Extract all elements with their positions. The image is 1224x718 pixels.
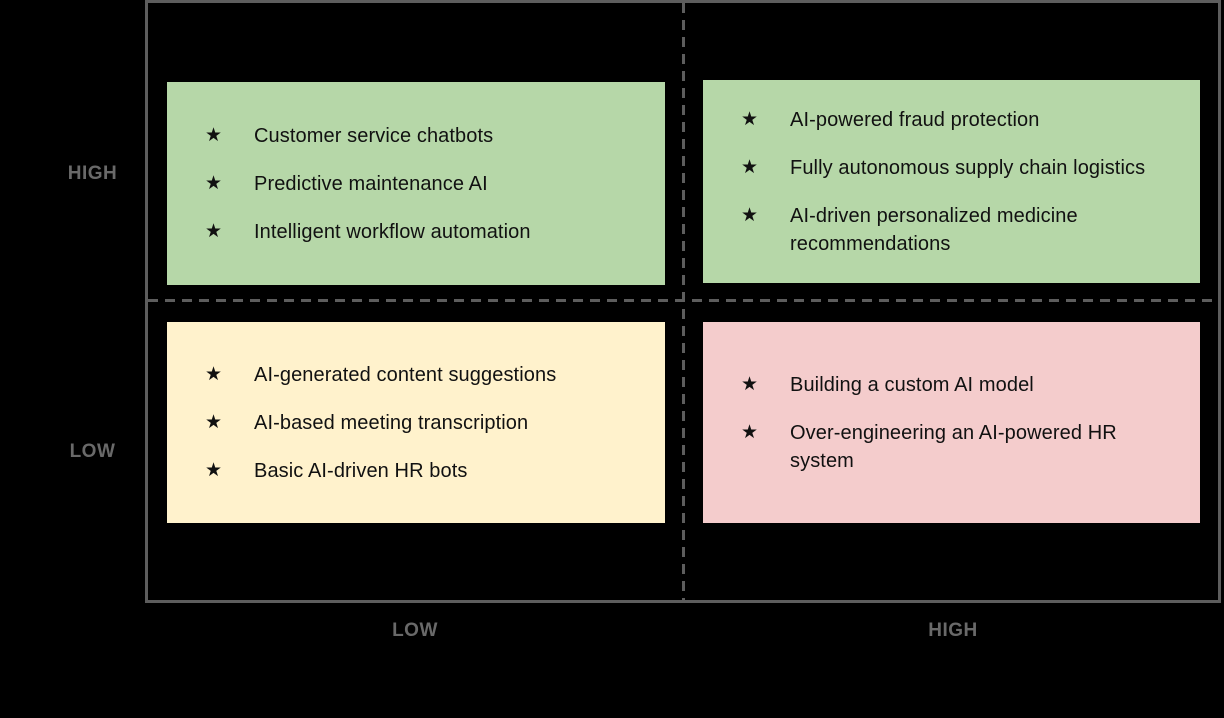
star-icon: ★ (205, 363, 223, 385)
quadrant-item-list: ★ Building a custom AI model ★ Over-enginee… (703, 322, 1200, 523)
quadrant-bottom-left: ★ AI-generated content suggestions ★ AI-bas… (167, 322, 665, 523)
matrix-item-label: AI-based meeting transcription (254, 411, 529, 434)
quadrant-bottom-right: ★ Building a custom AI model ★ Over-enginee… (703, 322, 1200, 523)
x-axis-label-low: LOW (392, 620, 438, 641)
quadrant-item-list: ★ AI-powered fraud protection ★ Fully auton… (703, 80, 1200, 283)
matrix-item: ★ AI-based meeting transcription (205, 409, 641, 437)
quadrant-top-left: ★ Customer service chatbots ★ Predictive ma… (167, 82, 665, 285)
matrix-item-label: Intelligent workflow automation (254, 220, 531, 243)
y-axis-label-low: LOW (69, 441, 116, 462)
matrix-item-label: AI-driven personalized medicine recommen… (790, 204, 1078, 255)
x-axis-label-high: HIGH (928, 620, 978, 641)
star-icon: ★ (205, 411, 223, 433)
star-icon: ★ (205, 459, 223, 481)
star-icon: ★ (205, 172, 223, 194)
matrix-item-label: Customer service chatbots (254, 124, 494, 147)
quadrant-item-list: ★ Customer service chatbots ★ Predictive ma… (167, 82, 665, 285)
matrix-item: ★ Customer service chatbots (205, 122, 641, 150)
matrix-item: ★ AI-generated content suggestions (205, 361, 641, 389)
matrix-item: ★ Basic AI-driven HR bots (205, 457, 641, 485)
matrix-plot-area: ★ Customer service chatbots ★ Predictive ma… (145, 0, 1221, 603)
y-axis-label-high: HIGH (67, 163, 118, 184)
star-icon: ★ (741, 108, 759, 130)
star-icon: ★ (741, 421, 759, 443)
quadrant-item-list: ★ AI-generated content suggestions ★ AI-bas… (167, 322, 665, 523)
star-icon: ★ (205, 124, 223, 146)
matrix-item: ★ Fully autonomous supply chain logistics (741, 154, 1176, 182)
matrix-item-label: Over-engineering an AI-powered HR system (790, 421, 1117, 472)
matrix-item-label: Fully autonomous supply chain logistics (790, 156, 1146, 179)
matrix-item-label: AI-generated content suggestions (254, 363, 557, 386)
matrix-item-label: Building a custom AI model (790, 373, 1034, 396)
matrix-item: ★ AI-powered fraud protection (741, 106, 1176, 134)
star-icon: ★ (741, 204, 759, 226)
matrix-item: ★ Building a custom AI model (741, 371, 1176, 399)
horizontal-dashed-divider (148, 299, 1218, 302)
quadrant-top-right: ★ AI-powered fraud protection ★ Fully auton… (703, 80, 1200, 283)
matrix-item: ★ Intelligent workflow automation (205, 218, 641, 246)
star-icon: ★ (741, 156, 759, 178)
matrix-item: ★ AI-driven personalized medicine recomme… (741, 202, 1176, 258)
star-icon: ★ (741, 373, 759, 395)
matrix-item: ★ Over-engineering an AI-powered HR syste… (741, 419, 1176, 475)
matrix-item: ★ Predictive maintenance AI (205, 170, 641, 198)
matrix-item-label: Predictive maintenance AI (254, 172, 488, 195)
matrix-item-label: AI-powered fraud protection (790, 108, 1040, 131)
matrix-item-label: Basic AI-driven HR bots (254, 459, 468, 482)
star-icon: ★ (205, 220, 223, 242)
